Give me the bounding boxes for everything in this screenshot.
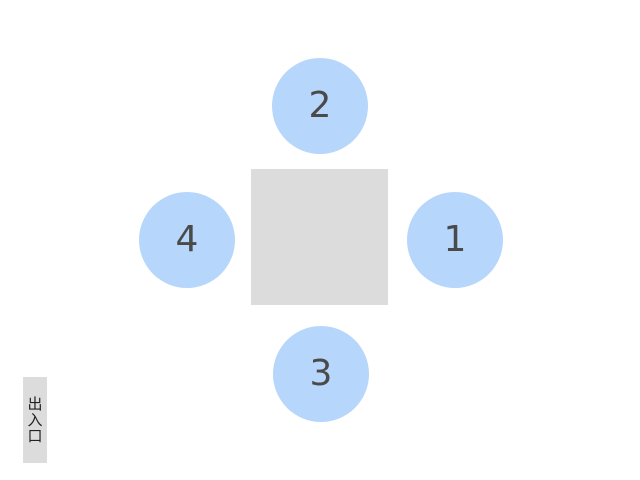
seat-1[interactable]: 1 [407,192,503,288]
table [251,169,388,305]
seat-3[interactable]: 3 [273,326,369,422]
entrance-marker: 出入口 [23,377,47,463]
seat-2[interactable]: 2 [272,58,368,154]
entrance-label: 出入口 [25,396,44,444]
seat-4[interactable]: 4 [139,192,235,288]
